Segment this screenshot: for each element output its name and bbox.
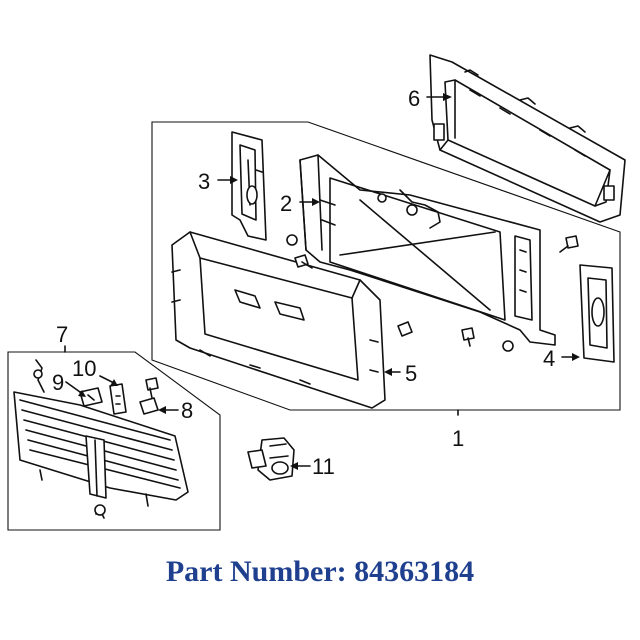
assembly-outline-7 (7, 351, 221, 531)
callout-4: 4 (543, 346, 555, 371)
part-6-frame (429, 54, 626, 223)
callout-2: 2 (280, 191, 292, 216)
part-7-grille-shutter (13, 391, 189, 507)
part-number-caption: Part Number: 84363184 (0, 555, 640, 589)
part-4-bracket (579, 264, 615, 363)
fastener-group (286, 234, 579, 352)
leader-arrows (64, 93, 580, 470)
callout-11: 11 (312, 454, 335, 479)
callout-7: 7 (56, 322, 68, 347)
callout-8: 8 (181, 398, 193, 423)
parts-8-9-10-hardware (33, 359, 159, 519)
callout-6: 6 (408, 86, 420, 111)
callout-3: 3 (198, 169, 210, 194)
callout-9: 9 (52, 370, 64, 395)
part-2-radiator-support (299, 154, 556, 346)
assembly-outline-1 (151, 121, 621, 411)
part-11-actuator (247, 437, 295, 481)
callout-1: 1 (452, 426, 464, 451)
callout-5: 5 (405, 361, 417, 386)
part-3-bracket (231, 131, 267, 241)
parts-diagram: 6 3 2 4 5 1 7 10 9 8 11 (7, 54, 626, 531)
part-number-value: 84363184 (354, 555, 475, 588)
part-number-label: Part Number: (165, 555, 347, 588)
callout-10: 10 (72, 356, 96, 381)
part-5-frame (171, 231, 386, 409)
